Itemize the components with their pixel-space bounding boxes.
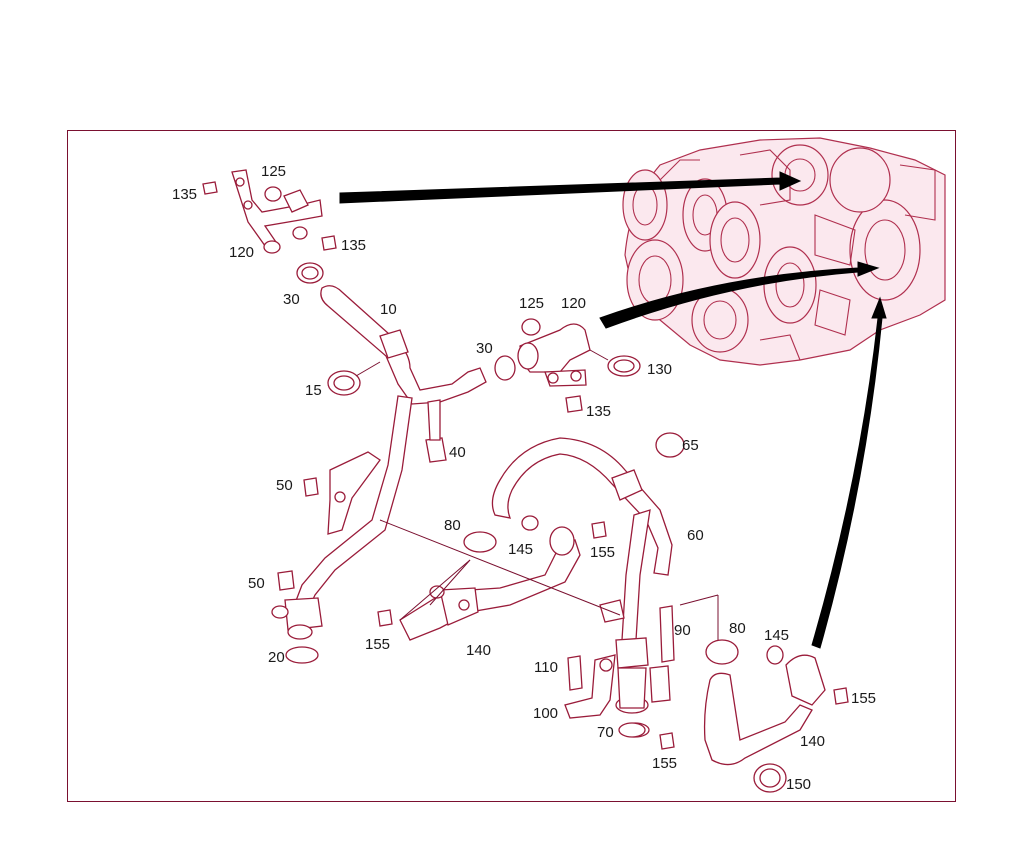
label-140: 140: [800, 733, 825, 750]
label-135: 135: [586, 403, 611, 420]
label-155: 155: [652, 755, 677, 772]
label-110: 110: [534, 659, 558, 676]
label-40: 40: [449, 444, 466, 461]
label-155: 155: [851, 690, 876, 707]
label-125: 125: [261, 163, 286, 180]
clamp-30-upper: [296, 262, 324, 284]
pipe-140-right: [618, 639, 849, 793]
leader-line: [379, 519, 621, 616]
coolant-pipe-left: [271, 395, 447, 664]
label-145: 145: [764, 627, 789, 644]
leader-line: [399, 559, 471, 621]
label-130: 130: [647, 361, 672, 378]
label-155: 155: [365, 636, 390, 653]
part-labels: 135 125 120 135 30 10 125 120 30 130 15 …: [172, 163, 876, 793]
label-80: 80: [444, 517, 461, 534]
label-60: 60: [687, 527, 704, 544]
label-15: 15: [305, 382, 322, 399]
label-125: 125: [519, 295, 544, 312]
bracket-100: [564, 594, 719, 719]
label-30: 30: [283, 291, 300, 308]
label-20: 20: [268, 649, 285, 666]
label-50: 50: [248, 575, 265, 592]
engine-block: [622, 137, 946, 366]
label-155: 155: [590, 544, 615, 561]
assembly-arrows: [339, 171, 887, 649]
diagram-frame: [67, 130, 956, 802]
label-120: 120: [561, 295, 586, 312]
label-65: 65: [682, 437, 699, 454]
label-30: 30: [476, 340, 493, 357]
center-fittings: [494, 318, 641, 413]
label-135: 135: [341, 237, 366, 254]
label-120: 120: [229, 244, 254, 261]
label-50: 50: [276, 477, 293, 494]
label-90: 90: [674, 622, 691, 639]
label-70: 70: [597, 724, 614, 741]
label-80: 80: [729, 620, 746, 637]
label-100: 100: [533, 705, 558, 722]
label-145: 145: [508, 541, 533, 558]
upper-oil-line: [202, 169, 337, 254]
clamp-15: [327, 361, 381, 396]
hose-10: [320, 285, 487, 405]
label-150: 150: [786, 776, 811, 793]
label-10: 10: [380, 301, 397, 318]
label-140: 140: [466, 642, 491, 659]
label-135: 135: [172, 186, 197, 203]
pipe-140-left: [377, 515, 607, 641]
